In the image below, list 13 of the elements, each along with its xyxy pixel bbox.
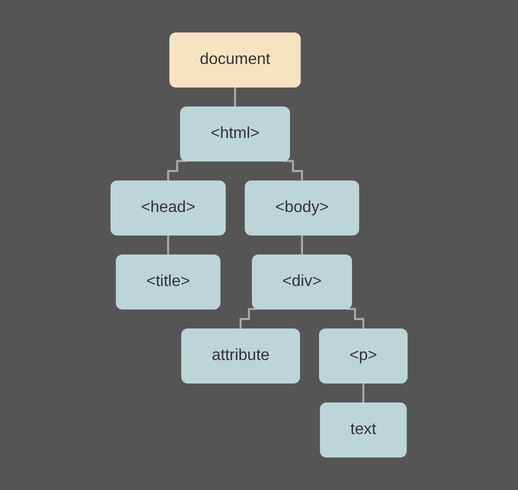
connector [234, 86, 236, 108]
node-box: text [320, 402, 407, 458]
connector [362, 382, 364, 404]
node-box: <html> [180, 106, 290, 162]
node-box: <title> [116, 254, 220, 310]
connector [167, 234, 170, 256]
node-box: <div> [252, 254, 352, 310]
node-box: <head> [110, 180, 226, 236]
connector [300, 234, 303, 256]
node-box: <p> [318, 328, 408, 384]
node-box: attribute [181, 328, 300, 384]
node-box: document [169, 32, 301, 88]
node-box: <body> [244, 180, 360, 236]
